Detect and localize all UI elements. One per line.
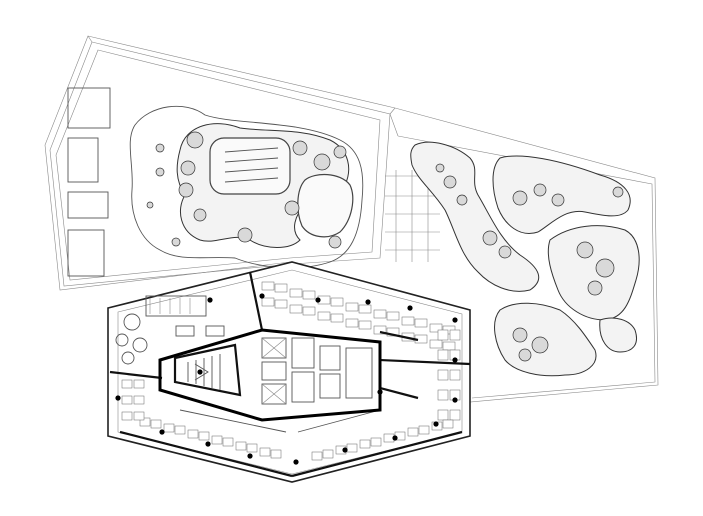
desk <box>370 437 382 447</box>
desk <box>289 288 303 298</box>
desk <box>330 313 344 323</box>
column <box>315 297 321 303</box>
desk <box>442 341 456 351</box>
desk <box>133 379 145 389</box>
desk <box>274 283 288 293</box>
column <box>452 397 458 403</box>
right-garden-trees <box>435 163 624 362</box>
desk <box>311 451 323 461</box>
column <box>205 441 211 447</box>
column <box>452 357 458 363</box>
desk <box>359 439 371 449</box>
desk <box>133 395 145 405</box>
desk <box>418 425 430 435</box>
desk <box>222 437 234 447</box>
desk <box>358 304 372 314</box>
desk <box>302 290 316 300</box>
desk <box>259 447 271 457</box>
desk <box>437 329 449 341</box>
desk <box>174 425 186 435</box>
desk <box>187 429 199 439</box>
column <box>115 395 121 401</box>
desk <box>449 369 461 381</box>
desk <box>345 302 359 312</box>
stair <box>187 354 221 390</box>
desk <box>346 443 358 453</box>
desk <box>373 325 387 335</box>
column <box>342 447 348 453</box>
building-floorplate <box>107 261 471 483</box>
desk <box>442 419 454 429</box>
desk <box>414 318 428 328</box>
building-core <box>158 328 382 422</box>
desk <box>317 311 331 321</box>
column <box>197 369 203 375</box>
column <box>247 453 253 459</box>
desk <box>429 323 443 333</box>
desk <box>121 395 133 405</box>
desk <box>407 427 419 437</box>
desk <box>121 411 133 421</box>
column <box>407 305 413 311</box>
lounge-furniture <box>115 295 225 365</box>
column <box>293 459 299 465</box>
interior-partitions <box>109 271 471 478</box>
desk <box>449 409 461 421</box>
desk <box>198 431 210 441</box>
desk <box>261 297 275 307</box>
office-desks <box>121 281 461 461</box>
left-garden <box>129 105 364 269</box>
column <box>392 435 398 441</box>
column <box>365 299 371 305</box>
desk <box>345 318 359 328</box>
column <box>207 297 213 303</box>
desk <box>133 411 145 421</box>
desk <box>261 281 275 291</box>
desk <box>437 349 449 361</box>
desk <box>437 369 449 381</box>
desk <box>289 304 303 314</box>
desk <box>150 419 162 429</box>
desk <box>386 327 400 337</box>
desk <box>274 299 288 309</box>
desk <box>401 316 415 326</box>
desk <box>246 443 258 453</box>
desk <box>386 311 400 321</box>
desk <box>270 449 282 459</box>
terrace-boxes <box>67 87 111 277</box>
column <box>433 421 439 427</box>
column <box>452 317 458 323</box>
desk <box>330 297 344 307</box>
desk <box>429 339 443 349</box>
desk <box>235 441 247 451</box>
desk <box>449 329 461 341</box>
desk <box>121 379 133 389</box>
desk <box>373 309 387 319</box>
desk <box>322 449 334 459</box>
left-garden-trees <box>146 131 347 249</box>
desk <box>211 435 223 445</box>
structural-columns <box>115 293 458 465</box>
column <box>159 429 165 435</box>
desk <box>358 320 372 330</box>
desk <box>437 389 449 401</box>
desk <box>139 417 151 427</box>
desk <box>302 306 316 316</box>
desk <box>437 409 449 421</box>
column <box>259 293 265 299</box>
desk <box>163 423 175 433</box>
